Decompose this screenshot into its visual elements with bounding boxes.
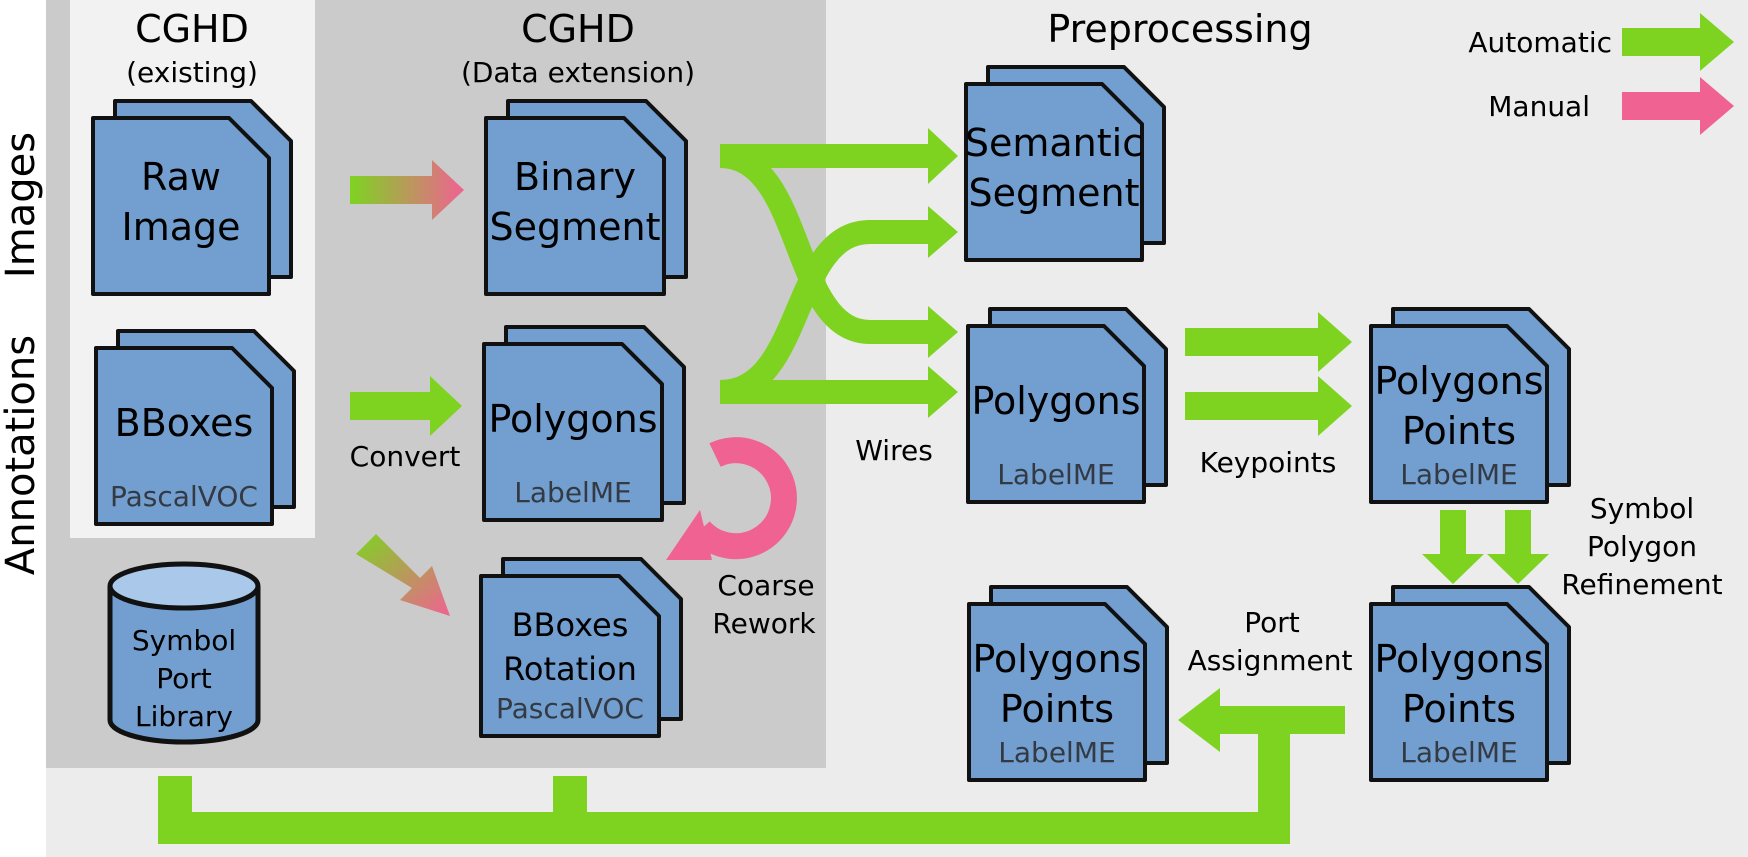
header-preprocessing: Preprocessing <box>1047 7 1312 51</box>
doc-front-sheet <box>1369 602 1549 782</box>
doc-title-line: Polygons <box>971 379 1140 423</box>
legend-automatic-label: Automatic <box>1468 26 1612 59</box>
arrow-keypoints-1 <box>1185 312 1352 372</box>
arrow-coarse-rework <box>690 437 797 560</box>
legend-automatic-arrow <box>1622 13 1734 71</box>
label-refine-3: Refinement <box>1561 568 1722 601</box>
doc-title-line: Segment <box>969 171 1140 215</box>
database-line2: Port <box>156 662 212 695</box>
doc-title-line: Binary <box>514 155 636 199</box>
doc-title-line: Polygons <box>488 397 657 441</box>
doc-title-line: Points <box>1402 409 1516 453</box>
connectors-automatic <box>158 128 1549 844</box>
arrowhead-coarse-rework <box>666 510 712 560</box>
label-refine-2: Polygon <box>1587 530 1697 563</box>
label-wires: Wires <box>855 434 933 467</box>
doc-title-line: BBoxes <box>115 401 254 445</box>
doc-title-line: Raw <box>141 155 221 199</box>
doc-format-label: LabelME <box>514 476 631 509</box>
bus-bottom <box>158 720 1290 844</box>
row-label-images: Images <box>0 132 44 278</box>
doc-title-line: Points <box>1000 687 1114 731</box>
arrow-to-bboxes-rotation <box>356 534 450 616</box>
arrowhead-semantic-1 <box>928 128 958 184</box>
doc-format-label: LabelME <box>1400 736 1517 769</box>
doc-front-sheet <box>964 82 1144 262</box>
arrowhead-semantic-2 <box>928 206 958 258</box>
doc-front-sheet <box>479 574 661 738</box>
documents-layer: RawImageBBoxesPascalVOCBinarySegmentPoly… <box>91 65 1571 782</box>
doc-title-line: Points <box>1402 687 1516 731</box>
doc-format-label: LabelME <box>998 736 1115 769</box>
doc-front-sheet <box>1369 324 1549 504</box>
label-rework: Rework <box>712 607 816 640</box>
label-coarse: Coarse <box>717 569 814 602</box>
doc-title-line: Semantic <box>965 121 1143 165</box>
doc-front-sheet <box>967 602 1147 782</box>
doc-format-label: LabelME <box>1400 458 1517 491</box>
arrow-raw-to-binary <box>350 160 464 220</box>
label-assignment: Assignment <box>1188 644 1353 677</box>
header-cghd-extension: CGHD <box>521 7 635 51</box>
database-top <box>107 561 261 611</box>
doc-format-label: PascalVOC <box>496 692 644 725</box>
label-refine-1: Symbol <box>1590 492 1694 525</box>
label-keypoints: Keypoints <box>1200 446 1337 479</box>
doc-format-label: LabelME <box>997 458 1114 491</box>
arrow-refinement-1 <box>1422 510 1484 584</box>
label-port: Port <box>1244 606 1300 639</box>
database-body <box>107 586 261 745</box>
arrow-convert <box>350 376 462 436</box>
symbol-port-library-database: Symbol Port Library <box>107 561 261 745</box>
header-cghd-existing: CGHD <box>135 7 249 51</box>
legend-manual-label: Manual <box>1488 90 1590 123</box>
doc-title-line: Polygons <box>1374 359 1543 403</box>
doc-title-line: Polygons <box>1374 637 1543 681</box>
arrowhead-polygons-2 <box>928 366 958 418</box>
doc-front-sheet <box>966 324 1146 504</box>
doc-title-line: Segment <box>490 205 661 249</box>
arrow-refinement-2 <box>1487 510 1549 584</box>
arrowhead-polygons-1 <box>928 306 958 358</box>
doc-front-sheet <box>482 342 664 522</box>
row-label-annotations: Annotations <box>0 335 44 575</box>
doc-front-sheet <box>91 116 271 296</box>
doc-front-sheet <box>94 346 274 526</box>
doc-title-line: Rotation <box>503 650 637 688</box>
header-cghd-existing-sub: (existing) <box>126 56 258 89</box>
database-line1: Symbol <box>132 624 236 657</box>
database-line3: Library <box>135 700 233 733</box>
doc-title-line: BBoxes <box>512 606 629 644</box>
doc-title-line: Image <box>121 205 240 249</box>
legend: Automatic Manual <box>1468 13 1734 135</box>
header-cghd-extension-sub: (Data extension) <box>461 56 695 89</box>
doc-front-sheet <box>484 116 666 296</box>
legend-manual-arrow <box>1622 77 1734 135</box>
doc-title-line: Polygons <box>972 637 1141 681</box>
arrow-keypoints-2 <box>1185 376 1352 436</box>
doc-format-label: PascalVOC <box>110 480 258 513</box>
label-convert: Convert <box>350 440 461 473</box>
